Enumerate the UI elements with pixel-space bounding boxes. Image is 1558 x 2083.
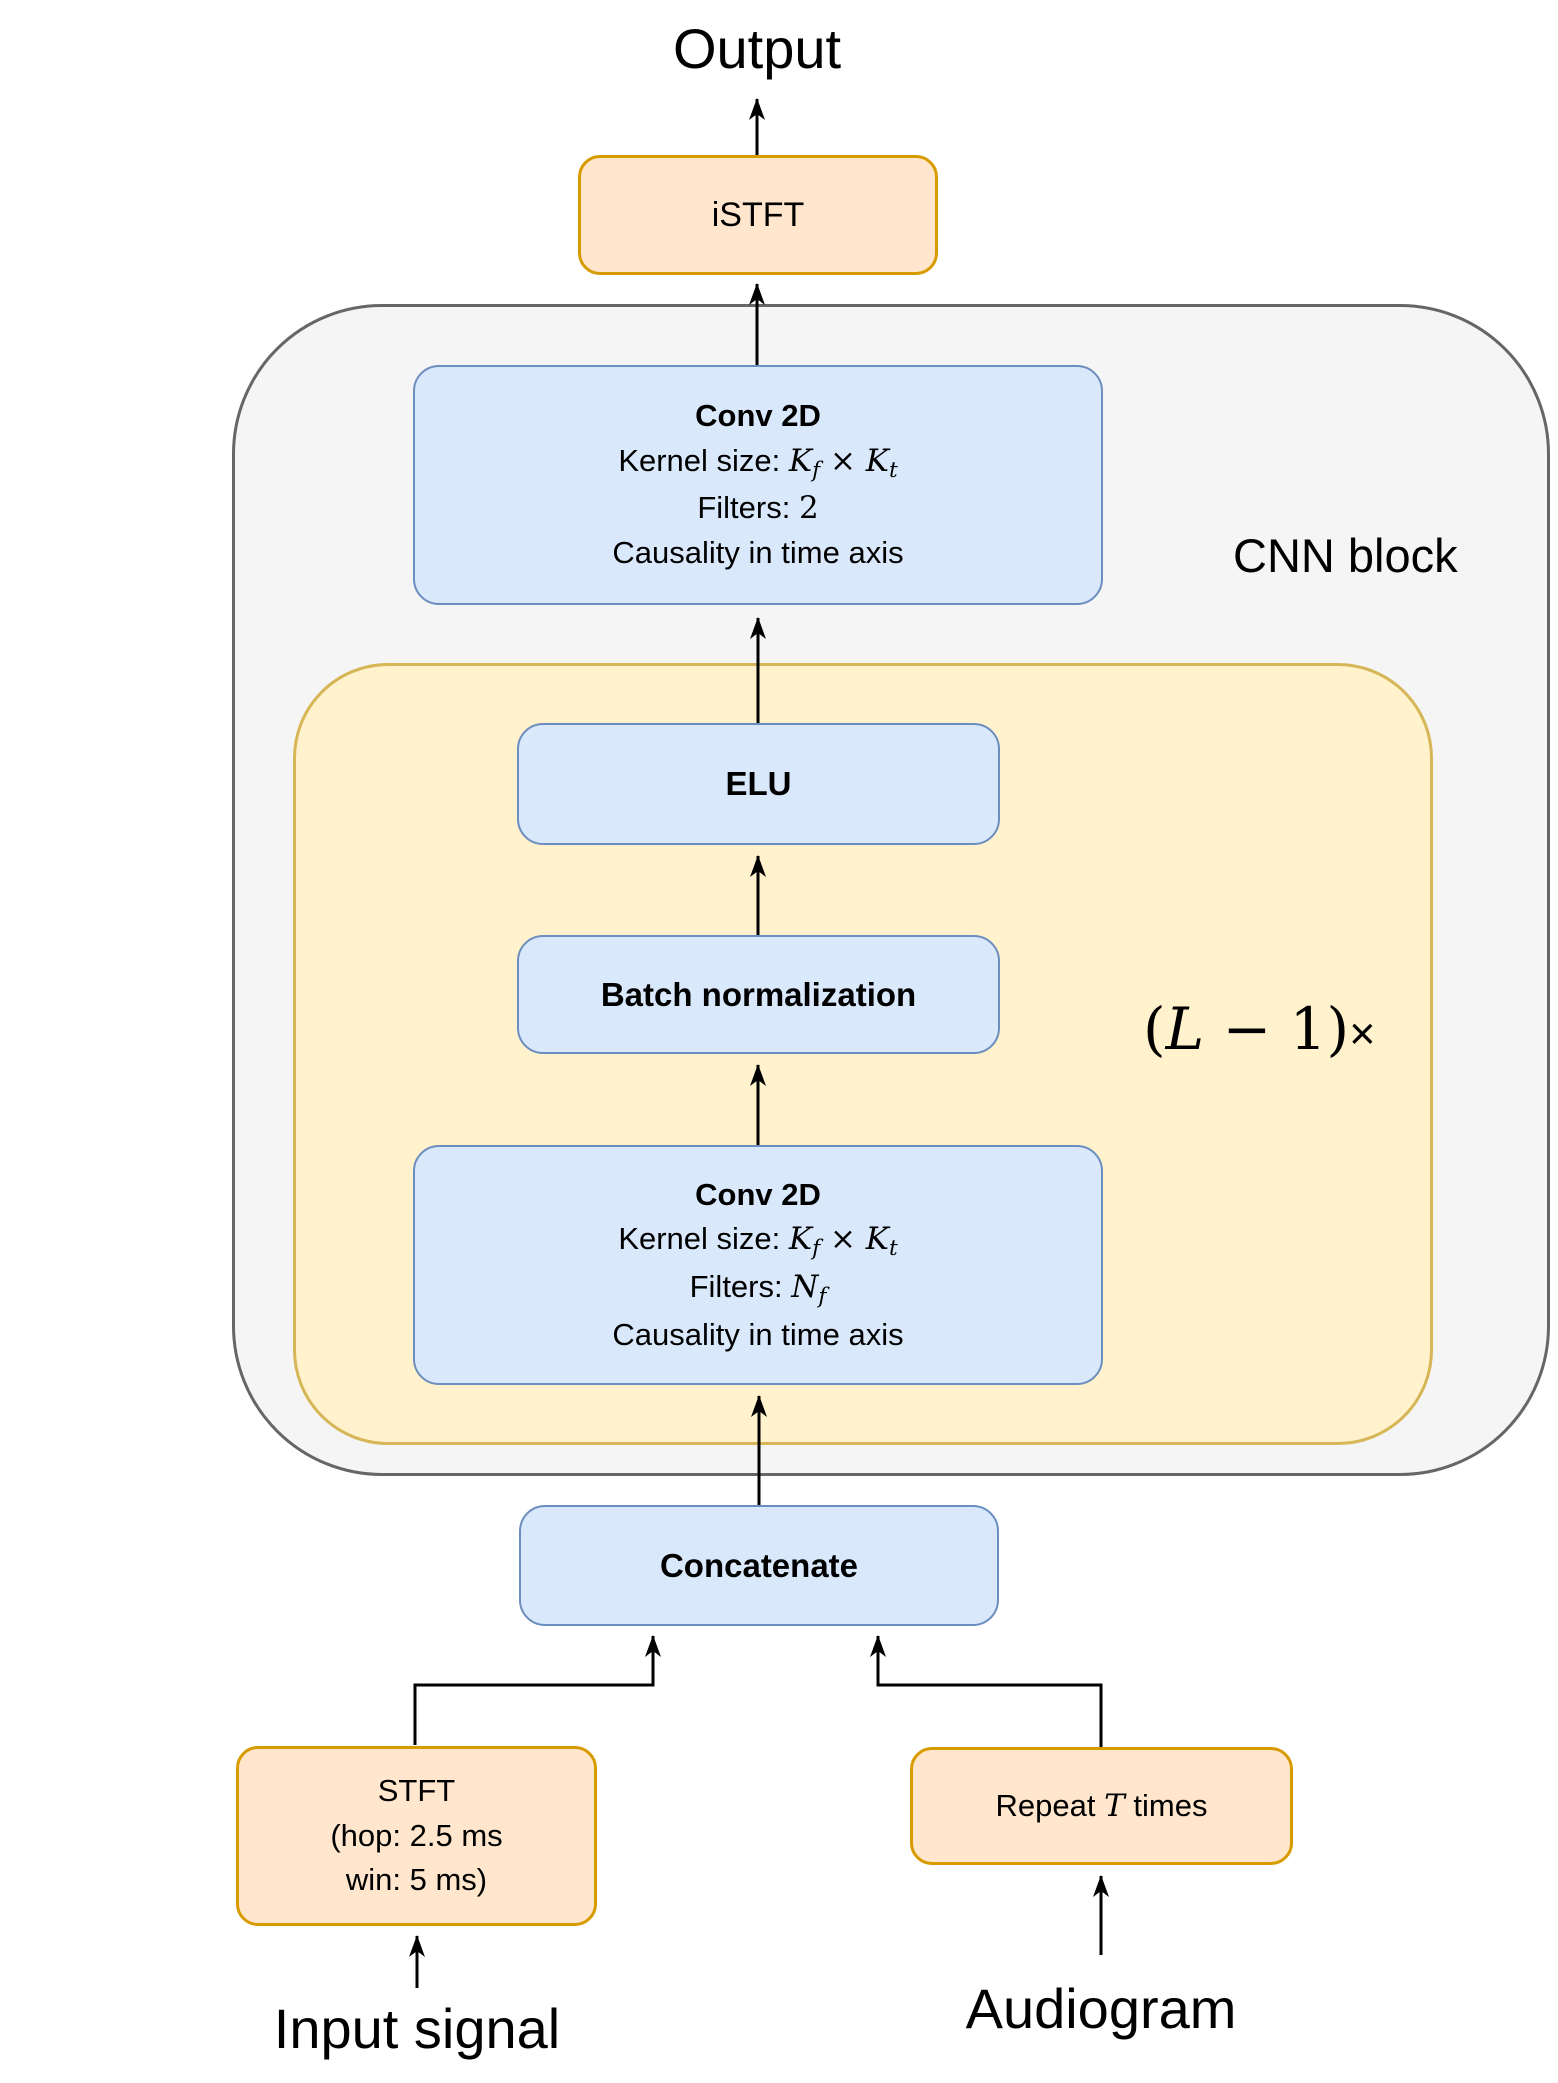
conv2d-top-box: Conv 2D Kernel size: Kf × Kt Filters: 2 … [413,365,1103,605]
elu-box: ELU [517,723,1000,845]
stft-line1: STFT [377,1772,456,1808]
repeat-t-box: Repeat T times [910,1747,1293,1865]
istft-label: iSTFT [711,195,805,234]
output-label: Output [672,17,842,80]
input-signal-label: Input signal [273,1997,561,2060]
arrow-stft-to-concatenate [413,1635,661,1745]
conv2d-top-kernel: Kernel size: Kf × Kt [618,442,898,483]
arrow-repeat-to-concatenate [870,1635,1103,1747]
repeat-t-label: Repeat T times [995,1787,1208,1824]
conv2d-top-causality: Causality in time axis [612,535,904,571]
concatenate-box: Concatenate [519,1505,999,1626]
conv2d-inner-kernel: Kernel size: Kf × Kt [618,1221,898,1262]
conv2d-top-title: Conv 2D [695,397,821,433]
audiogram-label: Audiogram [965,1977,1237,2040]
concatenate-label: Concatenate [659,1546,859,1584]
conv2d-inner-title: Conv 2D [695,1176,821,1212]
stft-line2: (hop: 2.5 ms [330,1817,503,1853]
batchnorm-box: Batch normalization [517,935,1000,1054]
conv2d-inner-causality: Causality in time axis [612,1316,904,1352]
conv2d-inner-filters: Filters: Nf [689,1269,827,1310]
batchnorm-label: Batch normalization [600,975,917,1013]
stft-line3: win: 5 ms) [345,1862,488,1898]
istft-box: iSTFT [578,155,938,275]
cnn-block-label: CNN block [1233,529,1458,582]
loop-count-label: (L − 1)× [1143,995,1376,1063]
stft-box: STFT (hop: 2.5 ms win: 5 ms) [236,1746,597,1926]
conv2d-top-filters: Filters: 2 [697,490,819,527]
elu-label: ELU [725,765,792,802]
conv2d-inner-box: Conv 2D Kernel size: Kf × Kt Filters: Nf… [413,1145,1103,1385]
